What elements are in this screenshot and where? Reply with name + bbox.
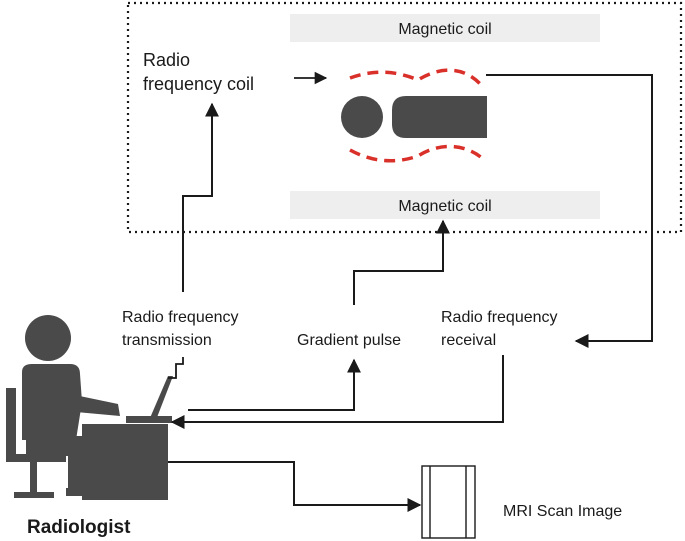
mri-image-icon [421, 465, 476, 539]
magnetic-coil-bottom [290, 191, 600, 219]
rf-receival-label: Radio frequency receival [441, 309, 562, 349]
rf-receival-arrow [486, 74, 653, 348]
laptop-cable [168, 357, 184, 379]
rf-field-bottom [349, 144, 484, 163]
computer-to-gradient-arrow [188, 358, 361, 411]
magnetic-coil-top [290, 14, 600, 42]
rf-transmission-arrow [182, 102, 219, 292]
radiologist-icon [6, 315, 173, 500]
rf-coil-label: Radio frequency coil [143, 50, 254, 94]
gradient-pulse-label: Gradient pulse [297, 332, 401, 349]
rf-transmission-label: Radio frequency transmission [122, 309, 243, 349]
rf-field-top [349, 68, 484, 88]
magnetic-coil-top-label: Magnetic coil [398, 21, 491, 38]
magnetic-coil-bottom-label: Magnetic coil [398, 198, 491, 215]
patient-head [341, 96, 383, 138]
mri-scan-image-label: MRI Scan Image [503, 503, 622, 520]
scanner-boundary [126, 1, 683, 234]
radiologist-label: Radiologist [27, 517, 131, 538]
receival-to-computer-arrow [170, 355, 504, 429]
computer-to-image-arrow [168, 461, 422, 512]
gradient-to-coil-arrow [353, 219, 450, 305]
patient-body [392, 96, 487, 138]
